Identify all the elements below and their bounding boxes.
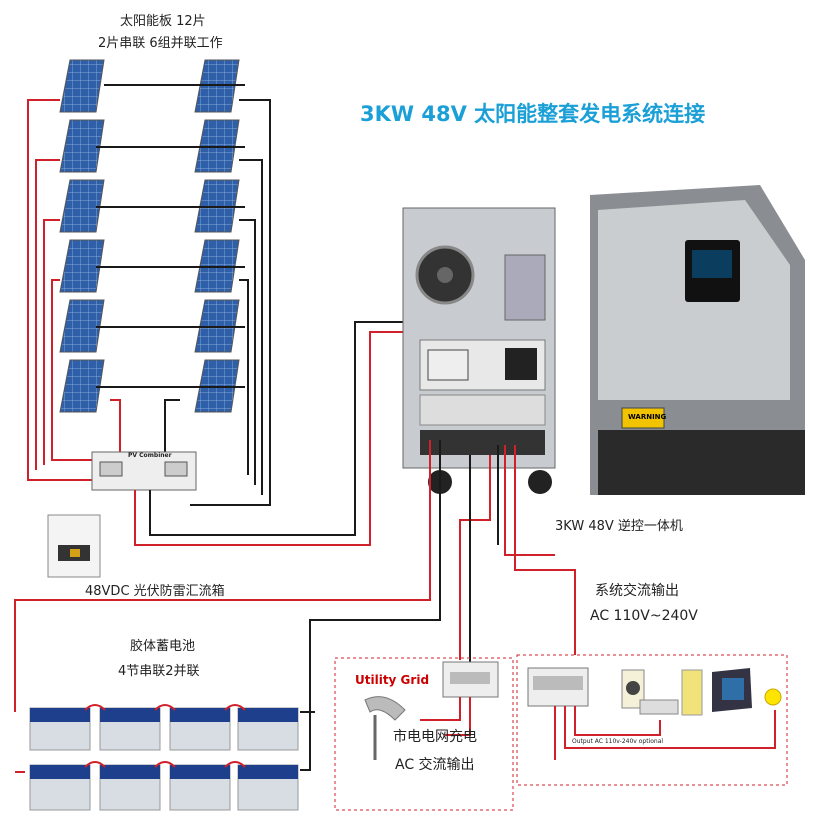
appliance-dvd [639,699,679,715]
battery-bank [29,704,299,811]
appliance-speaker [621,669,645,709]
solar-panel [59,239,105,293]
solar-panel [59,59,105,113]
load-dashed-frame [516,654,788,786]
grid-dashed-frame [334,657,514,811]
hybrid-inverter-photo [590,185,805,495]
diagram-title: 3KW 48V 太阳能整套发电系统连接 [360,102,706,126]
combiner-box [47,514,101,578]
solar-panel [59,359,105,413]
combiner-caption: 48VDC 光伏防雷汇流箱 [85,584,225,599]
battery-row-bottom [29,764,299,811]
ac-output-label: 系统交流输出 [595,583,679,599]
battery-row-top [29,707,299,751]
inverter-controller-unit [402,207,556,494]
panels-label-config: 2片串联 6组并联工作 [98,36,223,51]
solar-panel [59,179,105,233]
grid-plug [364,696,406,760]
panels-label-count: 太阳能板 12片 [120,14,206,29]
solar-panel [59,299,105,353]
inverter-warning-label: WARNING [628,413,667,421]
combiner-bus [91,451,197,491]
grid-ac-output-label: AC 交流输出 [395,757,475,773]
grid-breaker-box [442,661,499,698]
battery-label-type: 胶体蓄电池 [130,639,196,654]
grid-charge-label: 市电电网充电 [393,729,477,745]
appliance-light-bulb [764,688,782,706]
ac-output-voltage: AC 110V~240V [590,608,698,624]
ac-output-note: Output AC 110v-240v optional [572,738,664,745]
inverter-caption: 3KW 48V 逆控一体机 [555,519,683,534]
appliance-monitor [712,668,752,712]
ac-distribution-box [527,667,589,707]
utility-grid-label: Utility Grid [355,673,430,687]
appliance-fridge [681,669,703,716]
combiner-label: PV Combiner [128,452,172,459]
solar-panel [59,119,105,173]
solar-panel-array [59,59,240,413]
battery-label-config: 4节串联2并联 [118,664,200,679]
